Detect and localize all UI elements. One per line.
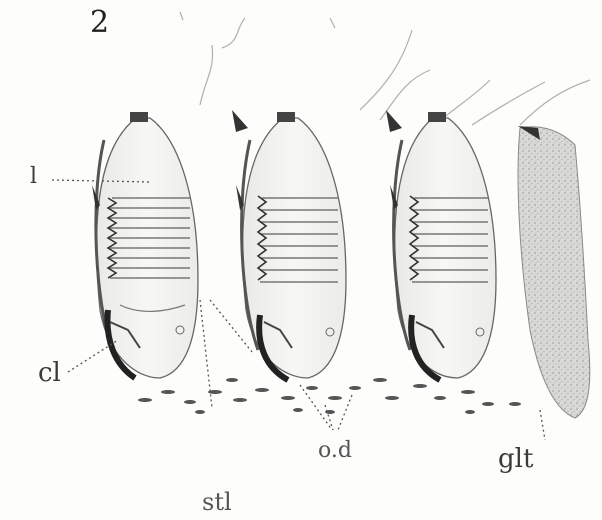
label-l: l: [30, 166, 37, 188]
figure-number: 2: [90, 8, 109, 38]
duct-openings: [138, 378, 521, 414]
label-glt: glt: [498, 446, 533, 472]
gland-1: [92, 112, 198, 378]
gland-2: [232, 110, 346, 380]
label-cl: cl: [38, 360, 61, 386]
leader-cl: [68, 340, 118, 372]
leader-od-1: [300, 385, 332, 430]
label-stl: stl: [202, 490, 232, 514]
gland-tissue: [518, 126, 590, 418]
gland-3: [386, 110, 496, 380]
leader-od-3: [338, 395, 352, 430]
leader-glt: [540, 410, 545, 440]
label-od: o.d: [318, 440, 352, 462]
hair-strands: [180, 12, 590, 130]
